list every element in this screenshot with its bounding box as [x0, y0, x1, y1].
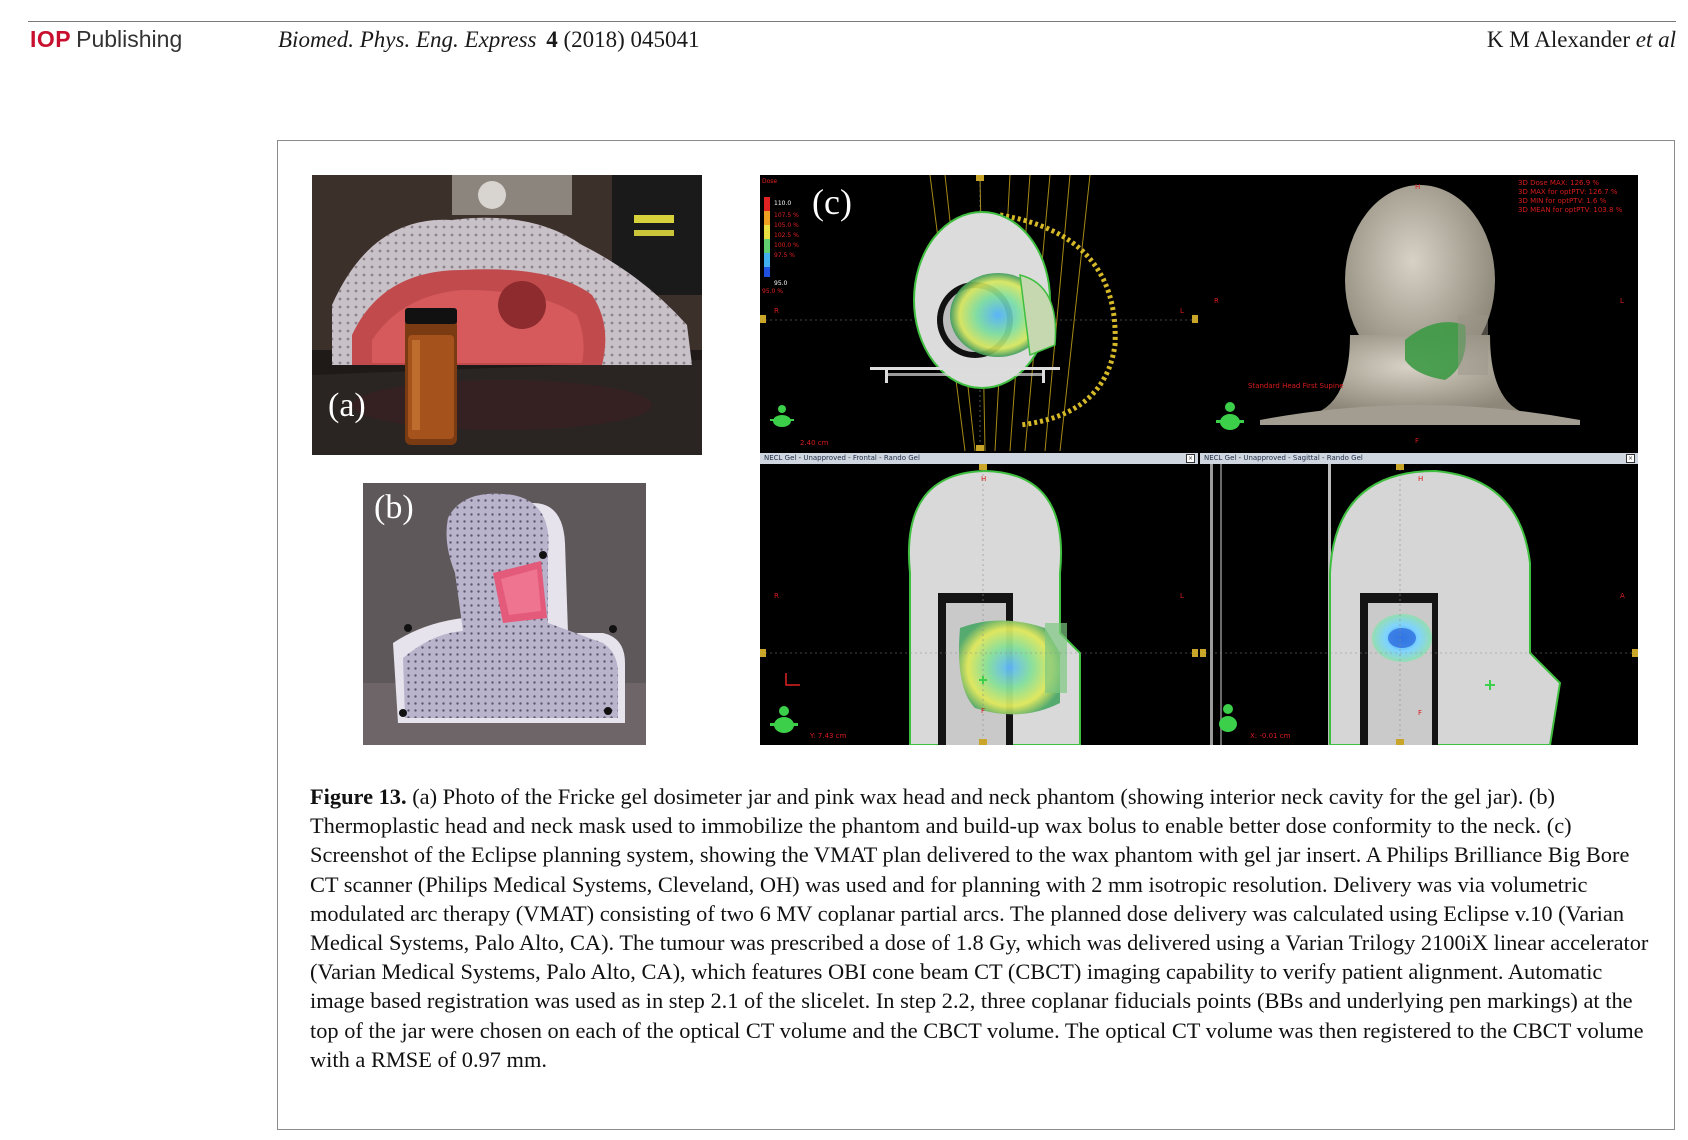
coord-readout: X: -0.01 cm — [1250, 732, 1291, 740]
figure-caption: Figure 13. (a) Photo of the Fricke gel d… — [310, 782, 1655, 1074]
panel-label-c: (c) — [812, 182, 852, 222]
dose-legend-level: 105.0 % — [774, 222, 799, 229]
dose-legend-level: 97.5 % — [774, 252, 795, 259]
axis-letter-H: H — [1415, 183, 1420, 191]
frontal-dose-view: H F R L Y: 7.43 cm — [760, 464, 1198, 745]
panel-label-a: (a) — [328, 387, 366, 424]
stat-line: 3D MIN for optPTV: 1.6 % — [1518, 197, 1607, 205]
dose-legend-level: 102.5 % — [774, 232, 799, 239]
running-authors: K M Alexander et al — [1487, 27, 1676, 53]
stat-line: 3D Dose MAX: 126.9 % — [1518, 179, 1599, 187]
publisher-brand: IOP — [30, 26, 72, 52]
axis-letter-F: F — [981, 707, 985, 715]
photo-b-illustration — [363, 483, 646, 745]
axis-letter-F: F — [1415, 437, 1419, 445]
dose-legend-level: 107.5 % — [774, 212, 799, 219]
axis-letter-A: A — [1620, 592, 1625, 600]
stat-line: 3D MEAN for optPTV: 103.8 % — [1518, 206, 1623, 214]
close-icon[interactable]: × — [1626, 454, 1635, 463]
viewport-3d: 3D Dose MAX: 126.9 % 3D MAX for optPTV: … — [1200, 175, 1638, 451]
dose-legend-low: 95.0 — [774, 280, 788, 287]
viewport-sagittal: NECL Gel - Unapproved - Sagittal - Rando… — [1200, 453, 1638, 745]
header-rule — [28, 21, 1676, 22]
dose-legend-ref: 110.0 — [774, 200, 791, 207]
axis-letter-R: R — [774, 592, 779, 600]
axis-letter-H: H — [981, 475, 986, 483]
viewport-title-text: NECL Gel - Unapproved - Sagittal - Rando… — [1204, 454, 1363, 462]
sagittal-dose-view: H F A X: -0.01 cm — [1200, 464, 1638, 745]
caption-text: (a) Photo of the Fricke gel dosimeter ja… — [310, 784, 1649, 1072]
axis-letter-F: F — [1418, 709, 1422, 717]
axis-letter-R: R — [1214, 297, 1219, 305]
viewport-frontal: NECL Gel - Unapproved - Frontal - Rando … — [760, 453, 1198, 745]
viewport-transverse: Dose 110.0 107.5 % 105.0 % 102.5 % 100.0… — [760, 175, 1198, 451]
3d-surface-view: 3D Dose MAX: 126.9 % 3D MAX for optPTV: … — [1214, 179, 1624, 445]
viewport-title: NECL Gel - Unapproved - Frontal - Rando … — [760, 453, 1198, 464]
dose-legend-low-pct: 95.0 % — [762, 288, 783, 295]
axis-letter-L: L — [1180, 592, 1184, 600]
journal-volume: 4 — [546, 27, 558, 52]
viewport-title: NECL Gel - Unapproved - Sagittal - Rando… — [1200, 453, 1638, 464]
figure-frame — [277, 140, 1675, 1130]
dose-legend-title: Dose — [762, 178, 777, 185]
coord-readout: Y: 7.43 cm — [809, 732, 847, 740]
journal-year-article: (2018) 045041 — [563, 27, 700, 52]
axis-letter-H: H — [1418, 475, 1423, 483]
panel-label-b: (b) — [374, 489, 414, 526]
figure-label: Figure 13. — [310, 784, 407, 809]
scale-readout: 2.40 cm — [800, 439, 829, 447]
viewport-title-text: NECL Gel - Unapproved - Frontal - Rando … — [764, 454, 920, 462]
publisher-word: Publishing — [76, 26, 183, 52]
journal-citation: Biomed. Phys. Eng. Express 4 (2018) 0450… — [278, 27, 700, 53]
authors-names: K M Alexander — [1486, 27, 1630, 52]
axis-letter-L: L — [1620, 297, 1624, 305]
photo-thermoplastic-mask: (b) — [363, 483, 646, 745]
transverse-dose-view: Dose 110.0 107.5 % 105.0 % 102.5 % 100.0… — [760, 175, 1198, 451]
photo-a-illustration — [312, 175, 702, 455]
eclipse-screenshot: Dose 110.0 107.5 % 105.0 % 102.5 % 100.0… — [760, 175, 1638, 745]
orientation-label: Standard Head First Supine — [1248, 382, 1344, 390]
authors-etal: et al — [1635, 27, 1676, 52]
stat-line: 3D MAX for optPTV: 126.7 % — [1518, 188, 1618, 196]
axis-letter-R: R — [774, 307, 779, 315]
photo-gel-jar-phantom: (a) — [312, 175, 702, 455]
dose-legend-level: 100.0 % — [774, 242, 799, 249]
close-icon[interactable]: × — [1186, 454, 1195, 463]
axis-letter-L: L — [1180, 307, 1184, 315]
journal-name: Biomed. Phys. Eng. Express — [278, 27, 537, 52]
